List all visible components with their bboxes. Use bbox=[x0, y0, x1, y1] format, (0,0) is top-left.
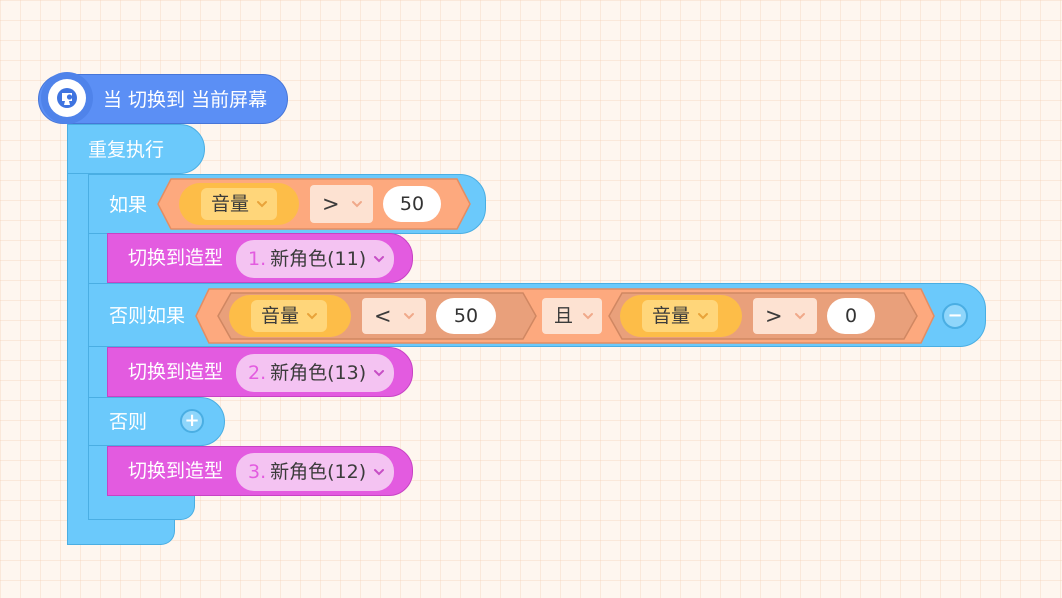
costume-dropdown[interactable]: 3. 新角色(12) bbox=[236, 453, 394, 491]
operator-symbol: > bbox=[322, 191, 340, 216]
costume-name: 新角色(13) bbox=[270, 361, 367, 384]
if-label: 如果 bbox=[109, 194, 148, 216]
chevron-down-icon bbox=[372, 366, 386, 380]
forever-loop-block[interactable]: 重复执行 bbox=[67, 124, 205, 174]
else-row[interactable]: 否则 + bbox=[88, 397, 225, 446]
remove-branch-button[interactable]: − bbox=[942, 303, 968, 329]
operator-dropdown[interactable]: > bbox=[753, 298, 817, 334]
chevron-down-icon bbox=[305, 309, 319, 323]
if-row[interactable]: 如果 音量 > 50 bbox=[88, 174, 486, 234]
volume-variable-dropdown[interactable]: 音量 bbox=[251, 300, 327, 332]
switch-costume-label: 切换到造型 bbox=[128, 460, 224, 482]
chevron-down-icon bbox=[372, 252, 386, 266]
loop-bottom-cap bbox=[67, 519, 175, 545]
operator-symbol: > bbox=[765, 303, 783, 328]
volume-variable-dropdown[interactable]: 音量 bbox=[642, 300, 718, 332]
chevron-down-icon bbox=[372, 465, 386, 479]
chevron-down-icon bbox=[581, 309, 595, 323]
condition-2-and[interactable]: 音量 < 50 且 bbox=[195, 288, 935, 344]
costume-dropdown[interactable]: 2. 新角色(13) bbox=[236, 354, 394, 392]
costume-name: 新角色(11) bbox=[270, 247, 367, 270]
costume-number: 2. bbox=[248, 362, 267, 384]
switch-costume-block-1[interactable]: 切换到造型 1. 新角色(11) bbox=[107, 233, 413, 283]
switch-costume-label: 切换到造型 bbox=[128, 361, 224, 383]
volume-variable-reporter[interactable]: 音量 bbox=[179, 183, 299, 225]
variable-name: 音量 bbox=[261, 304, 300, 327]
switch-costume-block-3[interactable]: 切换到造型 3. 新角色(12) bbox=[107, 446, 413, 496]
volume-variable-reporter[interactable]: 音量 bbox=[620, 295, 742, 337]
chevron-down-icon bbox=[255, 197, 269, 211]
value-input[interactable]: 0 bbox=[827, 298, 875, 334]
condition-1-greater-than[interactable]: 音量 > 50 bbox=[157, 178, 471, 230]
volume-variable-reporter[interactable]: 音量 bbox=[229, 295, 351, 337]
condition-2-right-greater-than[interactable]: 音量 > 0 bbox=[608, 292, 918, 340]
operator-dropdown[interactable]: > bbox=[310, 185, 373, 223]
loop-spine bbox=[67, 124, 89, 545]
chevron-down-icon bbox=[402, 309, 416, 323]
volume-variable-dropdown[interactable]: 音量 bbox=[201, 188, 277, 220]
chevron-down-icon bbox=[793, 309, 807, 323]
hat-label: 当 切换到 当前屏幕 bbox=[103, 89, 268, 111]
add-branch-button[interactable]: + bbox=[180, 409, 204, 433]
else-if-label: 否则如果 bbox=[109, 305, 186, 327]
costume-name: 新角色(12) bbox=[270, 460, 367, 483]
variable-name: 音量 bbox=[211, 192, 250, 215]
chevron-down-icon bbox=[696, 309, 710, 323]
else-if-row[interactable]: 否则如果 音量 < bbox=[88, 283, 986, 347]
chevron-down-icon bbox=[350, 197, 364, 211]
costume-number: 3. bbox=[248, 461, 267, 483]
else-label: 否则 bbox=[109, 411, 148, 433]
switch-costume-label: 切换到造型 bbox=[128, 247, 224, 269]
value-input[interactable]: 50 bbox=[436, 298, 496, 334]
costume-number: 1. bbox=[248, 248, 267, 270]
variable-name: 音量 bbox=[652, 304, 691, 327]
loop-label: 重复执行 bbox=[88, 139, 165, 161]
if-bottom-cap bbox=[88, 495, 195, 520]
operator-dropdown[interactable]: < bbox=[362, 298, 426, 334]
when-switch-screen-hat-block[interactable]: 当 切换到 当前屏幕 bbox=[38, 72, 288, 124]
value-input[interactable]: 50 bbox=[383, 186, 441, 222]
logic-operator: 且 bbox=[554, 304, 574, 327]
condition-2-left-less-than[interactable]: 音量 < 50 bbox=[217, 292, 537, 340]
operator-symbol: < bbox=[374, 303, 392, 328]
screen-icon bbox=[48, 79, 86, 117]
switch-costume-block-2[interactable]: 切换到造型 2. 新角色(13) bbox=[107, 347, 413, 397]
logic-operator-dropdown[interactable]: 且 bbox=[542, 298, 602, 334]
costume-dropdown[interactable]: 1. 新角色(11) bbox=[236, 240, 394, 278]
